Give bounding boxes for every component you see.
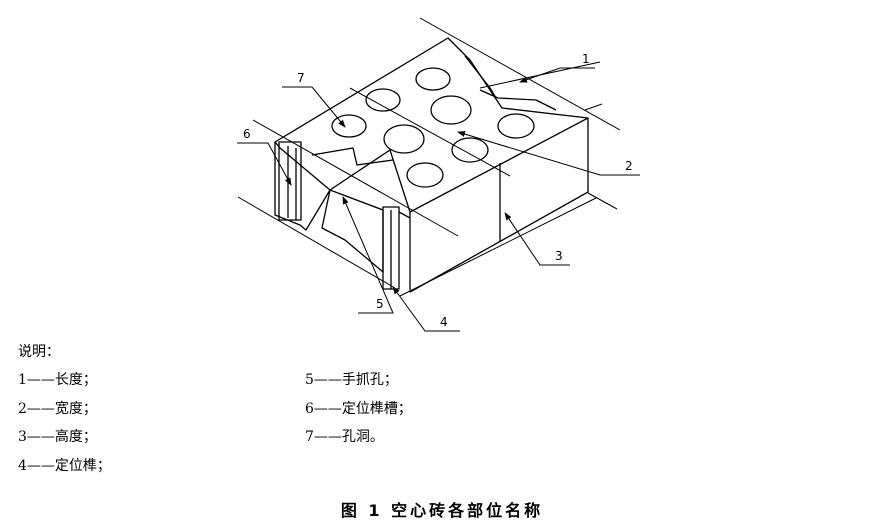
holes — [331, 67, 535, 188]
brick-left-face — [274, 142, 331, 231]
legend-item-7: 7——孔洞。 — [305, 429, 384, 445]
legend-item-5: 5——手抓孔； — [305, 372, 398, 388]
legend-item-2: 2——宽度； — [18, 401, 97, 417]
hole — [430, 95, 472, 125]
callout-2: 2 — [625, 159, 633, 173]
callout-7: 7 — [297, 71, 305, 85]
locating-groove — [278, 141, 302, 221]
hand-grip-hole — [321, 189, 384, 273]
hollow-brick-diagram: 1 2 3 4 5 6 7 — [237, 17, 640, 332]
legend-item-6: 6——定位榫槽； — [305, 401, 412, 417]
legend-item-3: 3——高度； — [18, 429, 97, 445]
brick-front-face — [409, 118, 589, 293]
hole — [406, 162, 444, 188]
callout-6: 6 — [243, 127, 251, 141]
hole — [365, 88, 401, 112]
callout-5: 5 — [376, 297, 384, 311]
hole — [383, 124, 425, 154]
hole — [451, 137, 489, 163]
brick-top-face — [274, 37, 589, 213]
hole — [415, 67, 451, 91]
callout-3: 3 — [555, 249, 563, 263]
figure-caption: 图 1 空心砖各部位名称 — [340, 501, 544, 520]
hole — [497, 113, 535, 139]
hole — [331, 114, 367, 138]
legend-title: 说明： — [18, 344, 60, 360]
callout-4: 4 — [440, 315, 448, 329]
legend-item-1: 1——长度； — [18, 372, 97, 388]
callout-1: 1 — [582, 52, 590, 66]
legend-item-4: 4——定位榫； — [18, 458, 111, 474]
